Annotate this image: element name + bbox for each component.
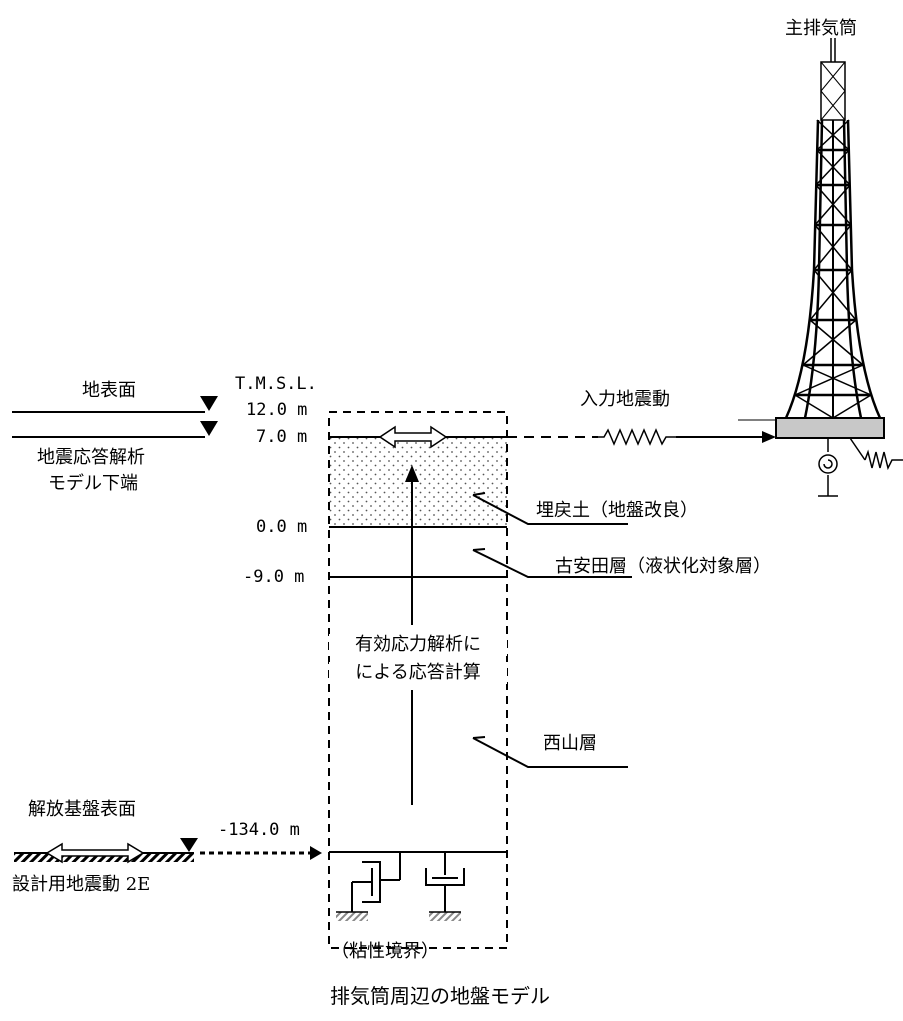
layer-leader-arrows [472, 492, 632, 768]
model-bottom-label-line1: 地震応答解析 [37, 447, 145, 468]
soil-column-boundary [328, 411, 508, 949]
tower-title: 主排気筒 [785, 18, 857, 39]
backfill-layer-label: 埋戻土（地盤改良） [536, 500, 698, 521]
fixed-support-left-icon [336, 912, 368, 921]
input-motion-label: 入力地震動 [580, 389, 670, 410]
foundation-spring-icon [818, 437, 903, 497]
input-motion-link [507, 428, 776, 446]
elevation-12: 12.0 m [246, 400, 308, 420]
analysis-method-line1: 有効応力解析に [329, 634, 507, 656]
viscous-boundary-dashpots [351, 852, 465, 912]
furuyasuda-layer-label: 古安田層（液状化対象層） [555, 556, 771, 577]
base-surface-ground [14, 838, 322, 864]
surface-motion-double-arrow [378, 425, 448, 449]
analysis-method-line2: による応答計算 [329, 662, 507, 684]
model-bottom-marker-icon [200, 421, 218, 436]
tower-foundation-block [775, 417, 885, 439]
viscous-boundary-label: （粘性境界） [331, 941, 439, 962]
base-surface-marker-icon [180, 838, 198, 852]
exhaust-stack-tower [784, 38, 882, 419]
ground-surface-lines [12, 396, 218, 438]
wave-propagation-arrow [405, 465, 419, 805]
ground-surface-label: 地表面 [82, 380, 136, 401]
design-motion-double-arrow [45, 842, 145, 864]
fixed-support-right-icon [429, 912, 461, 921]
base-surface-label: 解放基盤表面 [28, 799, 136, 820]
elevation-minus134: -134.0 m [218, 820, 300, 840]
nishiyama-layer-label: 西山層 [543, 733, 597, 754]
figure-caption: 排気筒周辺の地盤モデル [330, 984, 550, 1008]
model-bottom-label-line2: モデル下端 [48, 473, 138, 494]
elevation-minus9: -9.0 m [243, 567, 305, 587]
input-spring-icon [598, 428, 676, 446]
tmsl-header: T.M.S.L. [235, 374, 317, 394]
elevation-0: 0.0 m [256, 517, 308, 537]
ground-surface-marker-icon [200, 396, 218, 411]
design-motion-label: 設計用地震動 2E [12, 874, 151, 895]
elevation-7: 7.0 m [256, 427, 308, 447]
